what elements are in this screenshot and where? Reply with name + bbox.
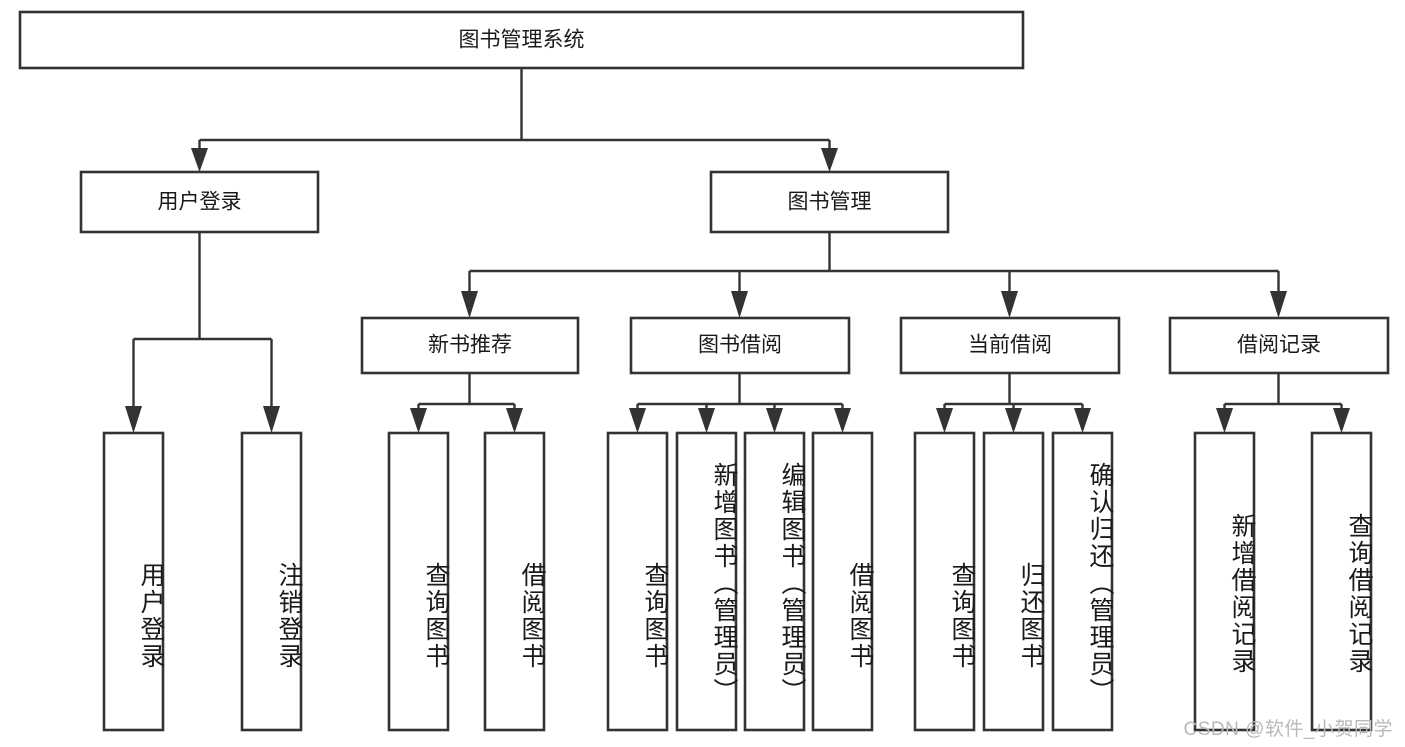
leaf-add-record-box[interactable]	[1193, 431, 1256, 732]
connector-group-book-management	[461, 232, 1287, 318]
arrow-head-leaf-add-book	[698, 408, 715, 433]
arrow-head-current-borrow	[1001, 291, 1018, 318]
arrow-head-leaf-user-login	[125, 406, 142, 433]
node-user-login[interactable]: 用户登录	[79, 170, 320, 234]
node-current-borrow[interactable]: 当前借阅	[899, 316, 1121, 375]
connector-group-root	[191, 68, 838, 172]
leaf-query-book-1-box[interactable]	[387, 431, 450, 732]
arrow-head-book-management	[821, 148, 838, 172]
arrow-head-borrow-record	[1270, 291, 1287, 318]
arrow-head-user-login	[191, 148, 208, 172]
node-borrow-record[interactable]: 借阅记录	[1168, 316, 1390, 375]
connector-group-new-book-recommend	[410, 373, 523, 433]
node-title-box[interactable]	[18, 10, 1025, 70]
connector-group-book-borrow	[629, 373, 851, 433]
arrow-head-leaf-logout-login	[263, 406, 280, 433]
node-current-borrow-label: 当前借阅	[968, 334, 1052, 357]
node-new-book-recommend-box[interactable]	[360, 316, 580, 375]
arrow-head-leaf-borrow-book-2	[834, 408, 851, 433]
leaf-query-book-2-box[interactable]	[606, 431, 669, 732]
arrow-head-leaf-borrow-book-1	[506, 408, 523, 433]
node-borrow-record-box[interactable]	[1168, 316, 1390, 375]
leaf-user-login-box[interactable]	[102, 431, 165, 732]
node-book-borrow-label: 图书借阅	[698, 334, 782, 357]
connector-group-current-borrow	[936, 373, 1091, 433]
node-book-management[interactable]: 图书管理	[709, 170, 950, 234]
node-borrow-record-label: 借阅记录	[1237, 334, 1321, 357]
node-new-book-recommend[interactable]: 新书推荐	[360, 316, 580, 375]
arrow-head-leaf-query-record	[1333, 408, 1350, 433]
connector-group-user-login	[125, 232, 280, 433]
leaf-logout-login-box[interactable]	[240, 431, 303, 732]
arrow-head-leaf-query-book-2	[629, 408, 646, 433]
connector-group-borrow-record	[1216, 373, 1350, 433]
node-user-login-box[interactable]	[79, 170, 320, 234]
leaf-borrow-book-2-box[interactable]	[811, 431, 874, 732]
leaf-boxes	[102, 431, 1373, 732]
arrow-head-book-borrow	[731, 291, 748, 318]
arrow-head-leaf-query-book-1	[410, 408, 427, 433]
csdn-watermark: CSDN @软件_小贺同学	[1183, 719, 1393, 740]
arrow-head-leaf-add-record	[1216, 408, 1233, 433]
arrow-head-leaf-edit-book	[766, 408, 783, 433]
arrow-head-leaf-confirm-return	[1074, 408, 1091, 433]
leaf-return-book-box[interactable]	[982, 431, 1045, 732]
node-current-borrow-box[interactable]	[899, 316, 1121, 375]
leaf-query-record-box[interactable]	[1310, 431, 1373, 732]
leaf-borrow-book-1-box[interactable]	[483, 431, 546, 732]
leaf-edit-book-box[interactable]	[743, 431, 806, 732]
arrow-head-new-book-recommend	[461, 291, 478, 318]
node-title[interactable]: 图书管理系统	[18, 10, 1025, 70]
arrow-head-leaf-query-book-3	[936, 408, 953, 433]
node-book-management-label: 图书管理	[788, 191, 872, 214]
node-user-login-label: 用户登录	[158, 191, 242, 214]
node-book-borrow-box[interactable]	[629, 316, 851, 375]
node-book-borrow[interactable]: 图书借阅	[629, 316, 851, 375]
leaf-confirm-return-box[interactable]	[1051, 431, 1114, 732]
arrow-head-leaf-return-book	[1005, 408, 1022, 433]
leaf-add-book-box[interactable]	[675, 431, 738, 732]
node-book-management-box[interactable]	[709, 170, 950, 234]
node-new-book-recommend-label: 新书推荐	[428, 334, 512, 357]
leaf-query-book-3-box[interactable]	[913, 431, 976, 732]
node-title-label: 图书管理系统	[459, 29, 585, 52]
